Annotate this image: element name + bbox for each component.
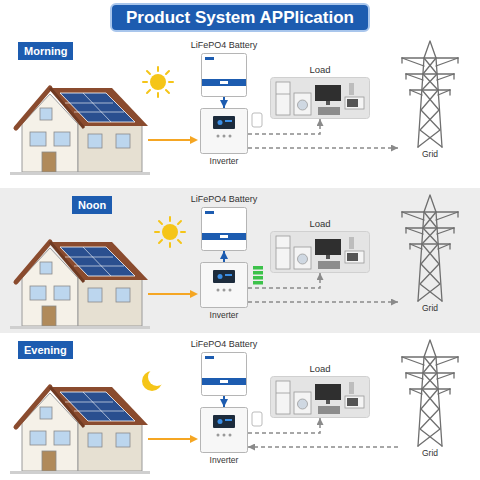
inverter-node: Inverter xyxy=(200,262,248,321)
inverter-unit xyxy=(200,262,248,308)
battery-flow-arrow xyxy=(223,251,225,262)
solar-arrow-evening xyxy=(148,435,198,443)
time-panel: Evening LiFePO4 BatteryInverter LoadGrid xyxy=(0,335,480,480)
battery-unit xyxy=(201,352,247,396)
load-label: Load xyxy=(309,363,330,374)
time-tab: Noon xyxy=(72,196,112,214)
status-icon-morning xyxy=(252,113,262,127)
inverter-unit xyxy=(200,407,248,453)
inverter-label: Inverter xyxy=(210,156,239,167)
power-flow-line xyxy=(248,147,398,149)
time-tab: Evening xyxy=(18,341,73,359)
house-evening xyxy=(10,387,150,474)
sun-noon xyxy=(155,217,185,247)
load-appliances xyxy=(270,376,370,418)
solar-arrow-morning xyxy=(148,136,198,144)
battery-flow-arrow xyxy=(223,97,225,108)
inverter-label: Inverter xyxy=(210,310,239,321)
battery-flow-arrow xyxy=(223,396,225,407)
inverter-node: Inverter xyxy=(200,407,248,466)
grid-label: Grid xyxy=(422,448,438,459)
grid-label: Grid xyxy=(422,149,438,160)
sun-morning xyxy=(143,67,173,97)
grid-label: Grid xyxy=(422,303,438,314)
power-flow-line xyxy=(248,273,320,288)
inverter-node: Inverter xyxy=(200,108,248,167)
grid-node: Grid xyxy=(398,194,462,314)
power-flow-line xyxy=(248,301,398,303)
pylon xyxy=(398,40,462,148)
battery-node: LiFePO4 Battery xyxy=(191,339,258,396)
grid-node: Grid xyxy=(398,339,462,459)
battery-unit xyxy=(201,53,247,97)
battery-node: LiFePO4 Battery xyxy=(191,40,258,97)
house-morning xyxy=(10,88,150,175)
battery-unit xyxy=(201,207,247,251)
load-label: Load xyxy=(309,64,330,75)
load-node: Load xyxy=(270,363,370,418)
inverter-label: Inverter xyxy=(210,455,239,466)
house-noon xyxy=(10,242,150,329)
power-flow-line xyxy=(248,418,320,433)
moon-evening xyxy=(142,368,166,391)
battery-label: LiFePO4 Battery xyxy=(191,40,258,51)
battery-label: LiFePO4 Battery xyxy=(191,339,258,350)
load-appliances xyxy=(270,77,370,119)
pylon xyxy=(398,339,462,447)
battery-node: LiFePO4 Battery xyxy=(191,194,258,251)
time-panel: Morning LiFePO4 BatteryInverter LoadGrid xyxy=(0,36,480,188)
title-banner-wrap: Product System APPlication xyxy=(0,3,480,32)
load-node: Load xyxy=(270,64,370,119)
power-flow-line xyxy=(248,119,320,134)
noon-band xyxy=(0,188,480,333)
load-node: Load xyxy=(270,218,370,273)
pylon xyxy=(398,194,462,302)
solar-arrow-noon xyxy=(148,290,198,298)
battery-charge-bars xyxy=(253,266,263,285)
time-panel: Noon LiFePO4 BatteryInverter LoadGrid xyxy=(0,190,480,333)
battery-label: LiFePO4 Battery xyxy=(191,194,258,205)
load-label: Load xyxy=(309,218,330,229)
inverter-unit xyxy=(200,108,248,154)
time-tab: Morning xyxy=(18,42,73,60)
title-banner: Product System APPlication xyxy=(110,3,370,32)
power-flow-line xyxy=(248,446,398,448)
grid-node: Grid xyxy=(398,40,462,160)
status-icon-evening xyxy=(252,412,262,426)
load-appliances xyxy=(270,231,370,273)
